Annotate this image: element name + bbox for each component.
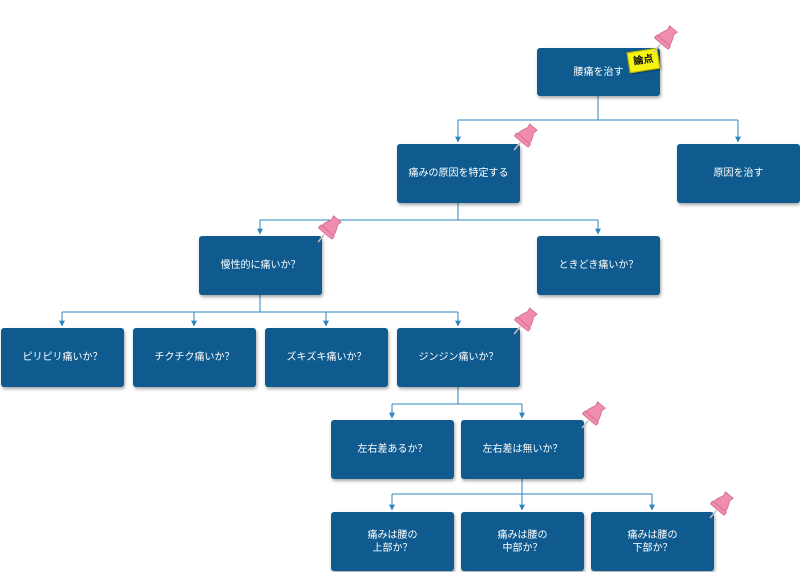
node-label: 痛みは腰の 中部か？ [497,529,548,554]
node-occasional[interactable]: ときどき痛いか？ [537,236,660,295]
pushpin-icon [317,215,342,243]
node-piripiri[interactable]: ピリピリ痛いか？ [1,328,124,387]
node-middle[interactable]: 痛みは腰の 中部か？ [461,512,584,571]
node-lr-diff[interactable]: 左右差あるか？ [331,420,454,479]
node-label: ジンジン痛いか？ [418,352,499,363]
node-jinjin[interactable]: ジンジン痛いか？ [397,328,520,387]
node-chronic[interactable]: 慢性的に痛いか？ [199,236,322,295]
node-label: 慢性的に痛いか？ [220,260,301,271]
node-label: 左右差あるか？ [357,444,428,455]
node-label: 痛みは腰の 下部か？ [627,529,678,554]
node-chikuchiku[interactable]: チクチク痛いか？ [133,328,256,387]
node-label: ズキズキ痛いか？ [286,352,367,363]
node-label: ピリピリ痛いか？ [22,352,103,363]
node-identify-cause[interactable]: 痛みの原因を特定する [397,144,520,203]
pushpin-icon [709,491,734,519]
pushpin-icon [653,25,678,53]
pushpin-icon [513,123,538,151]
pushpin-icon [513,307,538,335]
node-no-lr-diff[interactable]: 左右差は無いか？ [461,420,584,479]
node-label: チクチク痛いか？ [154,352,235,363]
node-label: 腰痛を治す [573,66,624,78]
node-label: 痛みは腰の 上部か？ [367,529,418,554]
node-label: 左右差は無いか？ [482,444,563,455]
node-cure-cause[interactable]: 原因を治す [677,144,800,203]
pushpin-icon [581,401,606,429]
node-label: ときどき痛いか？ [558,260,639,271]
node-lower[interactable]: 痛みは腰の 下部か？ [591,512,714,571]
node-zukizuki[interactable]: ズキズキ痛いか？ [265,328,388,387]
node-upper[interactable]: 痛みは腰の 上部か？ [331,512,454,571]
node-label: 原因を治す [713,168,764,179]
node-label: 痛みの原因を特定する [408,168,509,179]
